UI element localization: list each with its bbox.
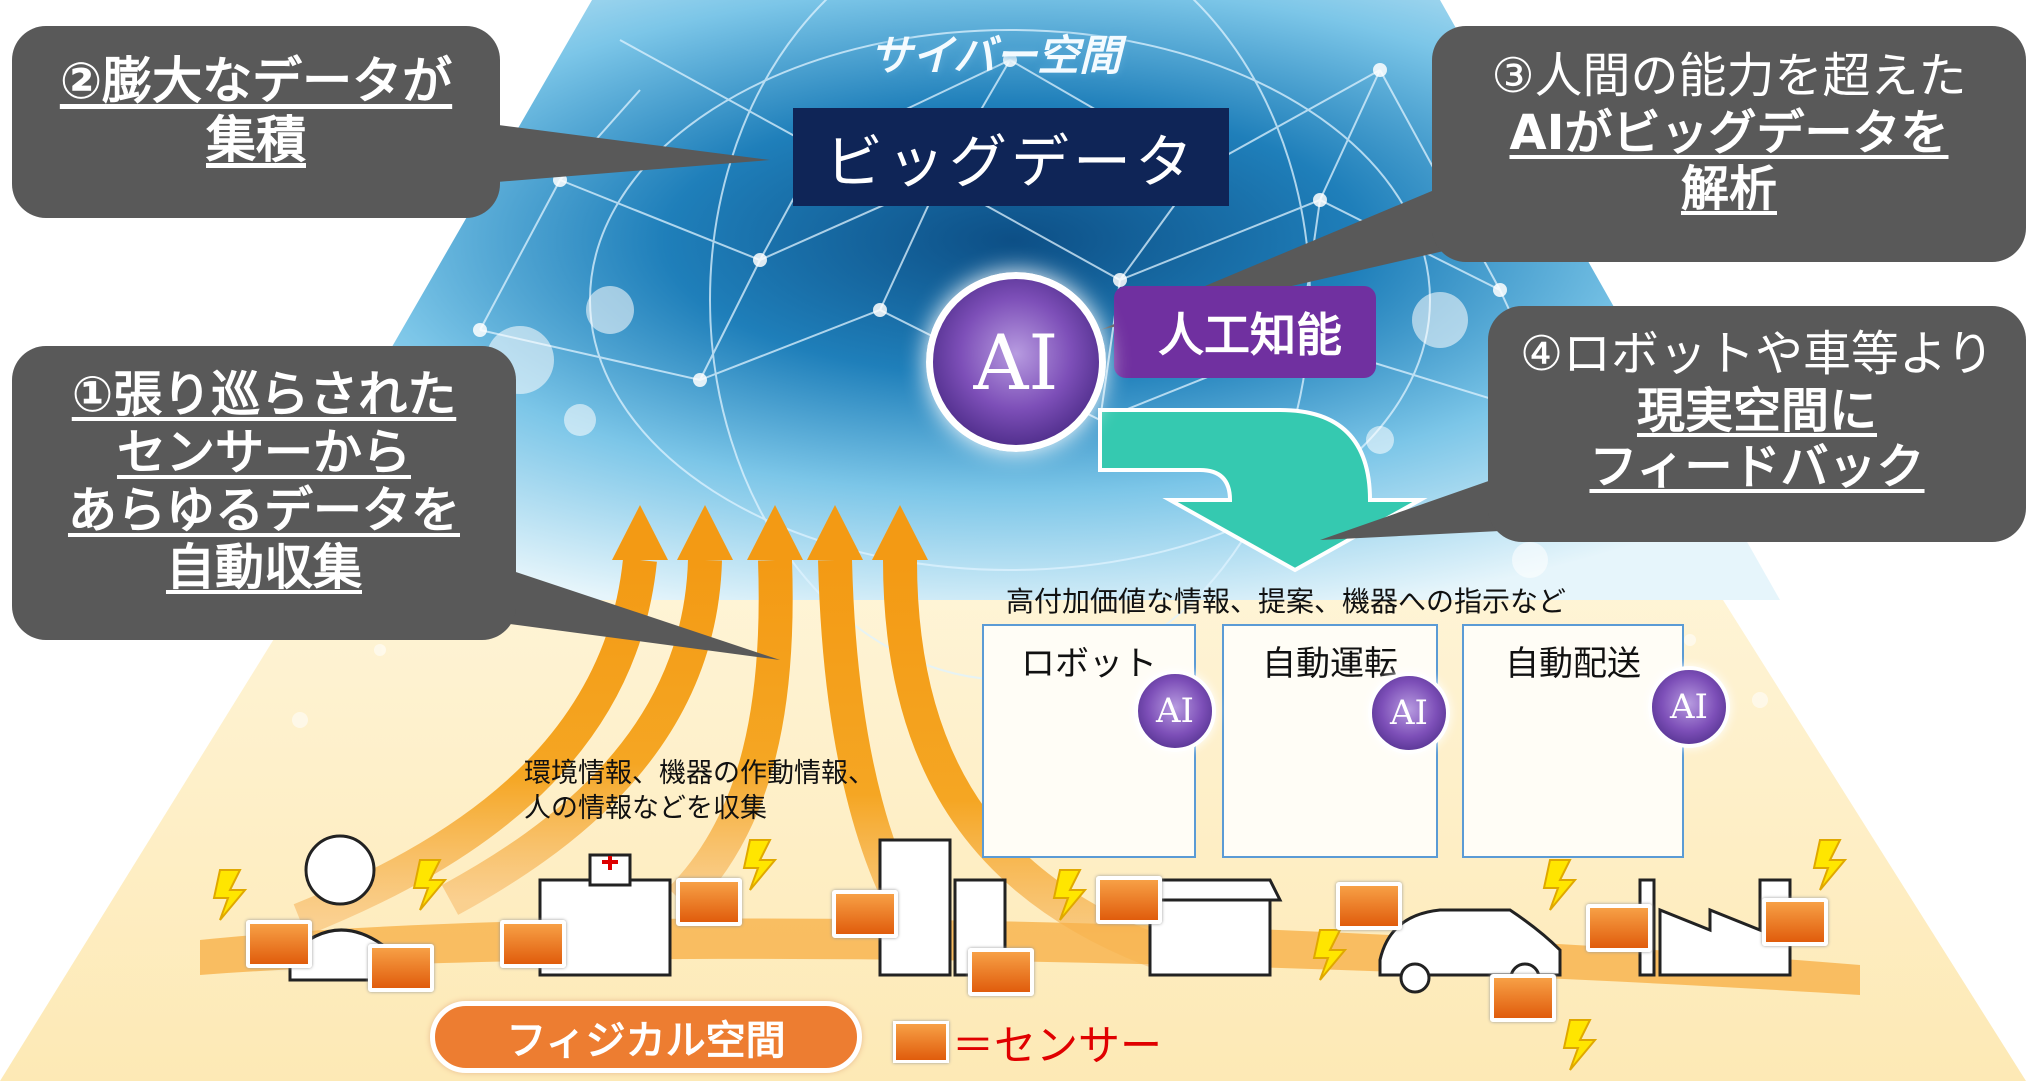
sensor-9 <box>1490 974 1556 1022</box>
sensor-6 <box>968 948 1034 996</box>
legend-text: ＝センサー <box>952 1021 1163 1070</box>
callout-1-line3: あらゆるデータを <box>67 481 460 539</box>
callout-2-line2: 集積 <box>206 111 306 169</box>
callout-1-pointer <box>480 560 780 660</box>
callout-4-line3: フィードバック <box>1589 439 1925 496</box>
panel-driving-title: 自動運転 <box>1262 644 1398 684</box>
panel-driving: 自動運転 <box>1222 624 1438 858</box>
bigdata-box: ビッグデータ <box>793 108 1229 206</box>
callout-3-line2: AIがビッグデータを <box>1509 104 1949 161</box>
lightning-marks <box>212 839 1848 1071</box>
callout-2-pointer <box>460 120 770 185</box>
callout-3-line1: ③人間の能力を超えた <box>1491 48 1967 104</box>
sensor-5 <box>832 890 898 938</box>
robot-ai-badge: AI <box>1134 670 1216 752</box>
driving-ai-badge: AI <box>1368 672 1450 754</box>
panel-robot-title: ロボット <box>1021 644 1157 684</box>
robot-ai-label: AI <box>1156 691 1194 731</box>
delivery-ai-badge: AI <box>1648 666 1730 748</box>
collect-caption-line1: 環境情報、機器の作動情報、 <box>524 758 875 789</box>
callout-1-line2: センサーから <box>116 423 411 481</box>
physical-space-label: フィジカル空間 <box>430 1001 862 1073</box>
ai-circle: AI <box>926 272 1106 452</box>
ai-badge: 人工知能 <box>1114 286 1376 378</box>
cyber-space-label: サイバー空間 <box>870 31 1122 80</box>
sensor-3 <box>500 920 566 968</box>
sensor-4 <box>676 878 742 926</box>
callout-2-line1: ②膨大なデータが <box>59 52 453 110</box>
callout-4-line1: ④ロボットや車等より <box>1519 326 1995 382</box>
callout-3: ③人間の能力を超えた AIがビッグデータを 解析 <box>1432 26 2026 262</box>
ai-label: AI <box>973 317 1059 407</box>
callout-3-line3: 解析 <box>1680 161 1777 218</box>
scene-shop <box>1137 878 1283 977</box>
driving-ai-label: AI <box>1390 693 1428 733</box>
callout-2: ②膨大なデータが 集積 <box>12 26 500 218</box>
legend-sensor-swatch <box>893 1021 949 1063</box>
callout-1-line4: 自動収集 <box>165 539 362 597</box>
panel-delivery-title: 自動配送 <box>1505 644 1641 684</box>
callout-1: ①張り巡らされた センサーから あらゆるデータを 自動収集 <box>12 346 516 640</box>
bigdata-label: ビッグデータ <box>824 128 1197 196</box>
sensor-8 <box>1336 882 1402 930</box>
sensor-2 <box>368 944 434 992</box>
panel-delivery: 自動配送 <box>1462 624 1684 858</box>
callout-4-line2: 現実空間に <box>1636 382 1877 439</box>
sensor-7 <box>1096 876 1162 924</box>
collect-caption: 環境情報、機器の作動情報、 人の情報などを収集 <box>524 756 875 826</box>
callout-1-line1: ①張り巡らされた <box>71 366 457 423</box>
delivery-ai-label: AI <box>1670 687 1708 727</box>
sensor-1 <box>246 920 312 968</box>
sensor-11 <box>1762 898 1828 946</box>
sensor-10 <box>1586 904 1652 952</box>
upload-arrowheads <box>612 505 928 560</box>
physical-space-text: フィジカル空間 <box>506 1018 786 1064</box>
feedback-arrow <box>1098 408 1428 573</box>
collect-caption-line2: 人の情報などを収集 <box>524 793 767 825</box>
callout-4-pointer <box>1320 470 1520 540</box>
callout-4: ④ロボットや車等より 現実空間に フィードバック <box>1488 306 2026 542</box>
scene-buildings <box>878 838 1007 977</box>
ai-badge-label: 人工知能 <box>1158 308 1342 362</box>
feedback-caption: 高付加価値な情報、提案、機器への指示など <box>1006 585 1567 618</box>
